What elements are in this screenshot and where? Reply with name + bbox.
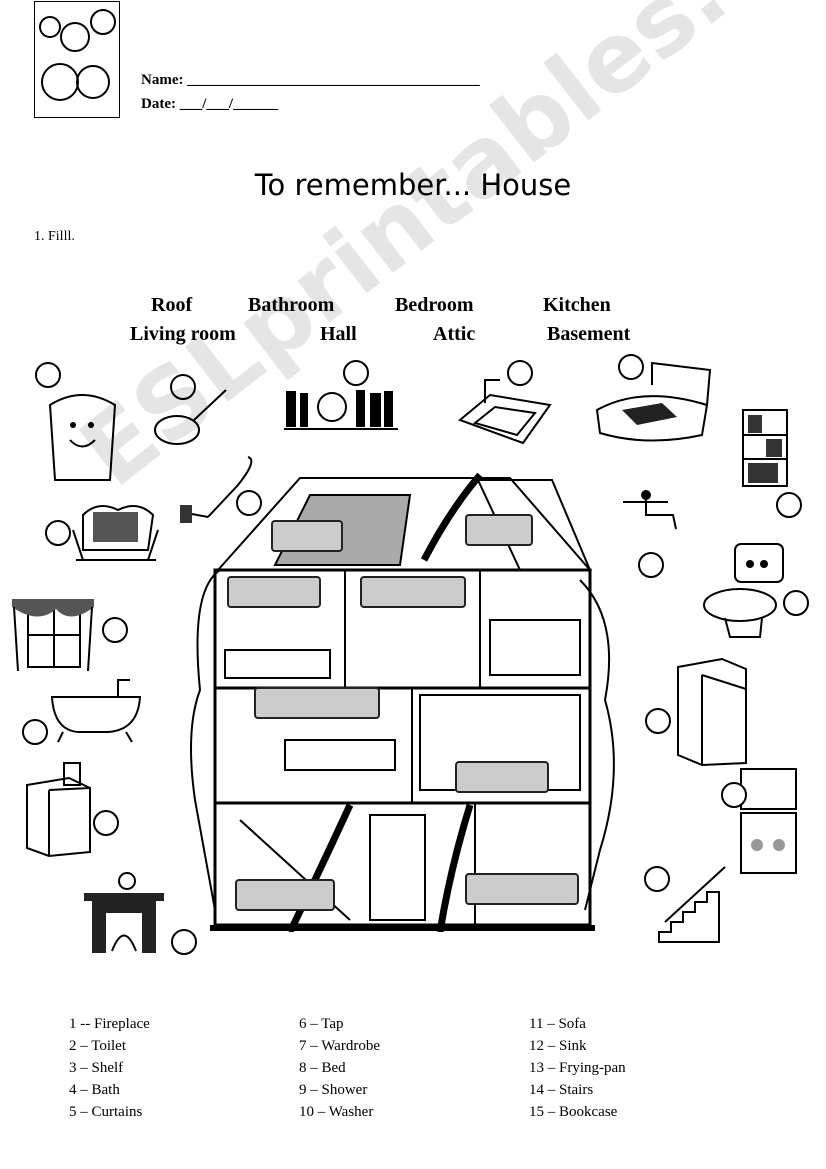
list-item: 3 – Shelf [69, 1057, 150, 1079]
list-item: 1 -- Fireplace [69, 1013, 150, 1035]
answer-circle[interactable] [93, 810, 119, 836]
list-item: 15 – Bookcase [529, 1101, 626, 1123]
date-line: ___/___/______ [180, 96, 278, 112]
answer-circle[interactable] [22, 719, 48, 745]
stove-icon [735, 765, 800, 877]
answer-circle[interactable] [236, 490, 262, 516]
name-label: Name: [141, 72, 183, 88]
date-field[interactable]: Date: ___/___/______ [141, 96, 278, 113]
word-roof: Roof [151, 294, 192, 317]
list-item: 5 – Curtains [69, 1101, 150, 1123]
answer-circle[interactable] [645, 708, 671, 734]
word-bedroom: Bedroom [395, 294, 474, 317]
answer-circle[interactable] [171, 929, 197, 955]
list-item: 12 – Sink [529, 1035, 626, 1057]
curtains-icon [10, 595, 96, 673]
answer-circle[interactable] [638, 552, 664, 578]
list-item: 10 – Washer [299, 1101, 380, 1123]
answer-circle[interactable] [783, 590, 809, 616]
list-item: 2 – Toilet [69, 1035, 150, 1057]
item-list-col3: 11 – Sofa 12 – Sink 13 – Frying-pan 14 –… [529, 1013, 626, 1123]
blank-attic[interactable] [465, 514, 533, 546]
answer-circle[interactable] [35, 362, 61, 388]
bath-icon [48, 672, 144, 744]
sofa-icon [68, 500, 163, 572]
list-item: 8 – Bed [299, 1057, 380, 1079]
toilet-icon [700, 540, 790, 640]
blank-basement[interactable] [465, 873, 579, 905]
tap-icon [618, 487, 683, 552]
instruction: 1. Filll. [34, 229, 75, 245]
item-list-col2: 6 – Tap 7 – Wardrobe 8 – Bed 9 – Shower … [299, 1013, 380, 1123]
list-item: 14 – Stairs [529, 1079, 626, 1101]
sink-icon [455, 375, 553, 455]
list-item: 6 – Tap [299, 1013, 380, 1035]
blank-kitchen[interactable] [455, 761, 549, 793]
blank-bedroom[interactable] [227, 576, 321, 608]
word-basement: Basement [547, 323, 630, 346]
answer-circle[interactable] [644, 866, 670, 892]
bookcase-icon [740, 407, 790, 489]
name-line: _______________________________________ [187, 72, 480, 88]
bed-icon [592, 355, 714, 450]
house-icon [180, 470, 620, 932]
list-item: 13 – Frying-pan [529, 1057, 626, 1079]
blank-hall[interactable] [235, 879, 335, 911]
answer-circle[interactable] [343, 360, 369, 386]
date-label: Date: [141, 96, 176, 112]
item-list-col1: 1 -- Fireplace 2 – Toilet 3 – Shelf 4 – … [69, 1013, 150, 1123]
word-attic: Attic [433, 323, 475, 346]
list-item: 9 – Shower [299, 1079, 380, 1101]
fridge-icon [672, 655, 750, 767]
blank-roof[interactable] [271, 520, 343, 552]
answer-circle[interactable] [776, 492, 802, 518]
list-item: 4 – Bath [69, 1079, 150, 1101]
answer-circle[interactable] [45, 520, 71, 546]
blank-living-room[interactable] [254, 687, 380, 719]
answer-circle[interactable] [721, 782, 747, 808]
shelf-icon [282, 385, 400, 433]
fireplace-icon [82, 865, 167, 955]
list-item: 7 – Wardrobe [299, 1035, 380, 1057]
washer-icon [24, 760, 94, 858]
portrait-icon [34, 1, 120, 118]
blank-bathroom[interactable] [360, 576, 466, 608]
list-item: 11 – Sofa [529, 1013, 626, 1035]
word-kitchen: Kitchen [543, 294, 611, 317]
name-field[interactable]: Name: __________________________________… [141, 72, 480, 89]
answer-circle[interactable] [507, 360, 533, 386]
answer-circle[interactable] [102, 617, 128, 643]
answer-circle[interactable] [618, 354, 644, 380]
